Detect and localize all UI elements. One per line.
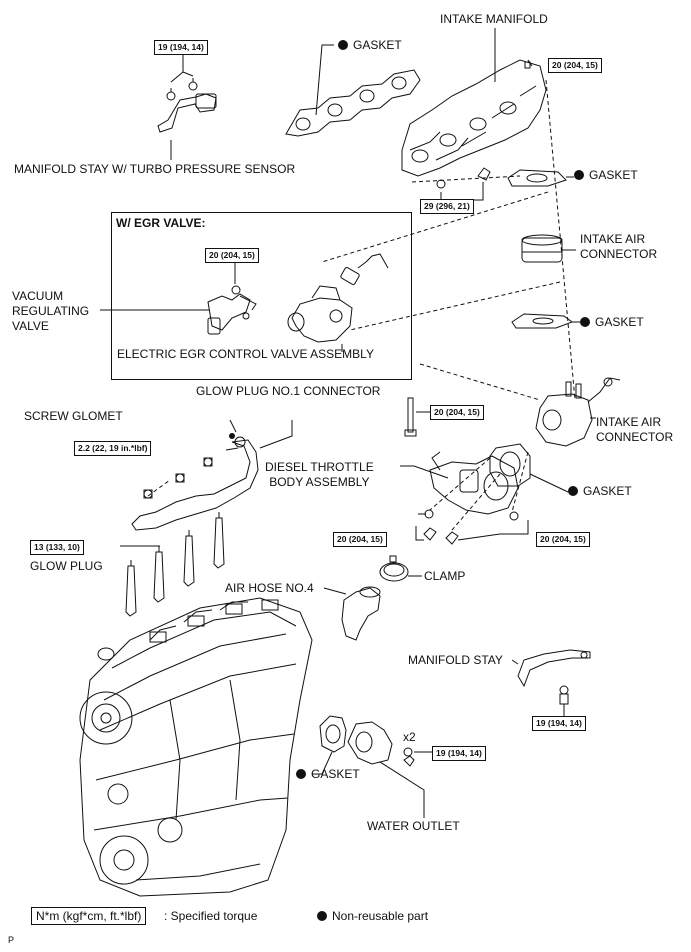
torque-throttle-right: 20 (204, 15) [536, 532, 590, 547]
manifold-stay-sensor-drawing [157, 78, 217, 133]
label-clamp: CLAMP [424, 569, 466, 583]
non-reusable-dot-icon [338, 40, 348, 50]
torque-water-outlet: 19 (194, 14) [432, 746, 486, 761]
torque-glow-connector: 2.2 (22, 19 in.*lbf) [74, 441, 152, 456]
legend-torque-box: N*m (kgf*cm, ft.*lbf) [31, 907, 147, 925]
egr-box-title: W/ EGR VALVE: [116, 216, 206, 230]
air-hose-drawing [341, 586, 381, 641]
manifold-gasket-drawing [285, 69, 421, 137]
water-outlet-drawing [347, 721, 415, 767]
label-gasket-bottom: GASKET [296, 767, 360, 781]
glow-plug-connector-drawing [131, 436, 259, 531]
engine-block-drawing [79, 597, 313, 897]
gasket-right3-drawing [489, 443, 531, 487]
screw-glomet-mark [229, 433, 235, 439]
label-gasket-right2: GASKET [580, 315, 644, 329]
clamp-drawing [379, 555, 409, 582]
label-intake-manifold: INTAKE MANIFOLD [440, 12, 548, 26]
torque-egr: 20 (204, 15) [205, 248, 259, 263]
torque-glow-plug: 13 (133, 10) [30, 540, 84, 555]
label-screw-glomet: SCREW GLOMET [24, 409, 123, 423]
torque-long-bolt: 20 (204, 15) [430, 405, 484, 420]
non-reusable-dot-icon [580, 317, 590, 327]
intake-air-connector1-drawing [521, 234, 563, 263]
label-x2: x2 [403, 730, 416, 744]
label-gasket-right1: GASKET [574, 168, 638, 182]
gasket-bottom-drawing [319, 715, 347, 753]
torque-throttle-left: 20 (204, 15) [333, 532, 387, 547]
label-gasket-top: GASKET [338, 38, 402, 52]
non-reusable-dot-icon [568, 486, 578, 496]
torque-manifold-top: 20 (204, 15) [548, 58, 602, 73]
label-manifold-stay: MANIFOLD STAY [408, 653, 503, 667]
throttle-body-drawing [429, 451, 519, 515]
intake-air-connector2-drawing [535, 377, 621, 447]
egr-valve-box [111, 212, 412, 380]
vacuum-valve-drawing [207, 285, 257, 335]
legend-torque-desc: : Specified torque [164, 909, 258, 923]
torque-manifold-stay: 19 (194, 14) [532, 716, 586, 731]
label-water-outlet: WATER OUTLET [367, 819, 460, 833]
label-glow-plug: GLOW PLUG [30, 559, 103, 573]
non-reusable-dot-icon [317, 911, 327, 921]
glow-plugs-drawing [125, 512, 225, 617]
label-manifold-stay-sensor: MANIFOLD STAY W/ TURBO PRESSURE SENSOR [14, 162, 296, 176]
legend-nonreuse: Non-reusable part [317, 909, 428, 923]
gasket-right1-drawing [507, 169, 567, 187]
non-reusable-dot-icon [574, 170, 584, 180]
intake-manifold-drawing [401, 59, 547, 177]
label-air-hose: AIR HOSE NO.4 [225, 581, 314, 595]
label-gasket-right3: GASKET [568, 484, 632, 498]
long-bolt-drawing [404, 397, 417, 437]
label-egr-valve: ELECTRIC EGR CONTROL VALVE ASSEMBLY [117, 347, 374, 361]
egr-valve-drawing [287, 253, 389, 343]
non-reusable-dot-icon [296, 769, 306, 779]
torque-stay-sensor: 19 (194, 14) [154, 40, 208, 55]
torque-manifold-bottom: 29 (296, 21) [420, 199, 474, 214]
gasket-right2-drawing [511, 313, 574, 329]
label-glow-plug-connector: GLOW PLUG NO.1 CONNECTOR [196, 384, 381, 398]
figure-id: P [8, 935, 15, 945]
manifold-stay-drawing [517, 649, 591, 705]
